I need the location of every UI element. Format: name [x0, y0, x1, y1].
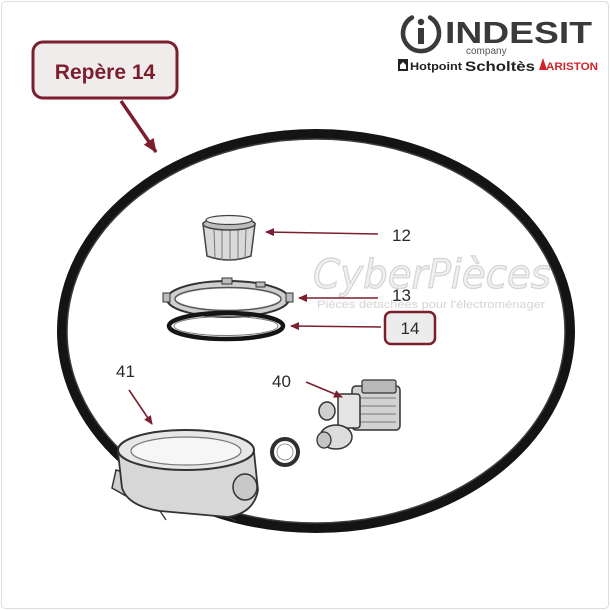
sub-brands-row: Hotpoint Scholtès ARISTON: [398, 58, 598, 74]
part-41-flange-right: [227, 516, 237, 522]
label-41: 41: [116, 362, 135, 381]
part-41-sump: [111, 429, 259, 522]
callout-repere: Repère 14: [31, 40, 179, 153]
part-12-top: [205, 214, 253, 226]
part-41-bowl: [130, 436, 242, 466]
part-labels: 12 13 14 40 41: [116, 226, 437, 425]
watermark: CyberPièces Pièces détachées pour l'élec…: [312, 251, 551, 311]
arrow-12: [265, 228, 379, 237]
part-40-housing: [337, 393, 361, 429]
part-40-fins: [360, 397, 396, 423]
part-40-inlet: [318, 401, 336, 421]
label-13: 13: [392, 286, 411, 305]
arrow-41: [128, 389, 153, 425]
hotpoint-house-icon: [398, 59, 408, 71]
small-o-ring: [270, 437, 300, 467]
part-13-inner: [174, 286, 282, 312]
brand-hotpoint: Hotpoint: [410, 61, 462, 73]
arrow-14: [290, 322, 382, 331]
gasket-inner-edge: [66, 138, 566, 524]
part-14-outer: [166, 310, 286, 342]
part-41-flange-left: [159, 510, 167, 521]
o-ring-outer: [270, 437, 300, 467]
arrow-40: [305, 381, 343, 398]
part-40-pump: [316, 379, 401, 450]
part-12-body: [202, 223, 256, 261]
watermark-subtitle: Pièces détachées pour l'électroménager: [317, 299, 545, 311]
part-40-connector: [361, 379, 397, 394]
part-40-outlet: [316, 431, 332, 449]
part-12-filter: [202, 214, 256, 261]
o-ring-inner: [276, 443, 294, 461]
label-14-box: [383, 310, 437, 346]
callout-label: Repère 14: [55, 61, 156, 84]
gasket-outer: [57, 129, 575, 533]
brand-tagline: company: [466, 46, 507, 57]
part-12-ribs: [213, 228, 247, 261]
ariston-flame-icon: [539, 58, 547, 70]
part-14-inner: [173, 316, 279, 336]
brand-ariston: ARISTON: [546, 61, 598, 73]
brand-scholtes: Scholtès: [465, 58, 535, 74]
callout-arrow: [119, 100, 158, 153]
gasket-ring: [57, 129, 575, 533]
label-12: 12: [392, 226, 411, 245]
part-13-tabs: [162, 277, 294, 303]
brand-name: INDESIT: [445, 15, 592, 50]
part-14-seal: [166, 310, 286, 342]
indesit-logo: INDESIT company: [400, 15, 592, 57]
watermark-title: CyberPièces: [313, 252, 551, 298]
label-14: 14: [401, 319, 420, 338]
label-40: 40: [272, 372, 291, 391]
part-41-outlet: [232, 473, 258, 501]
indesit-circle-i-icon: [400, 15, 442, 54]
callout-box: [31, 40, 179, 100]
